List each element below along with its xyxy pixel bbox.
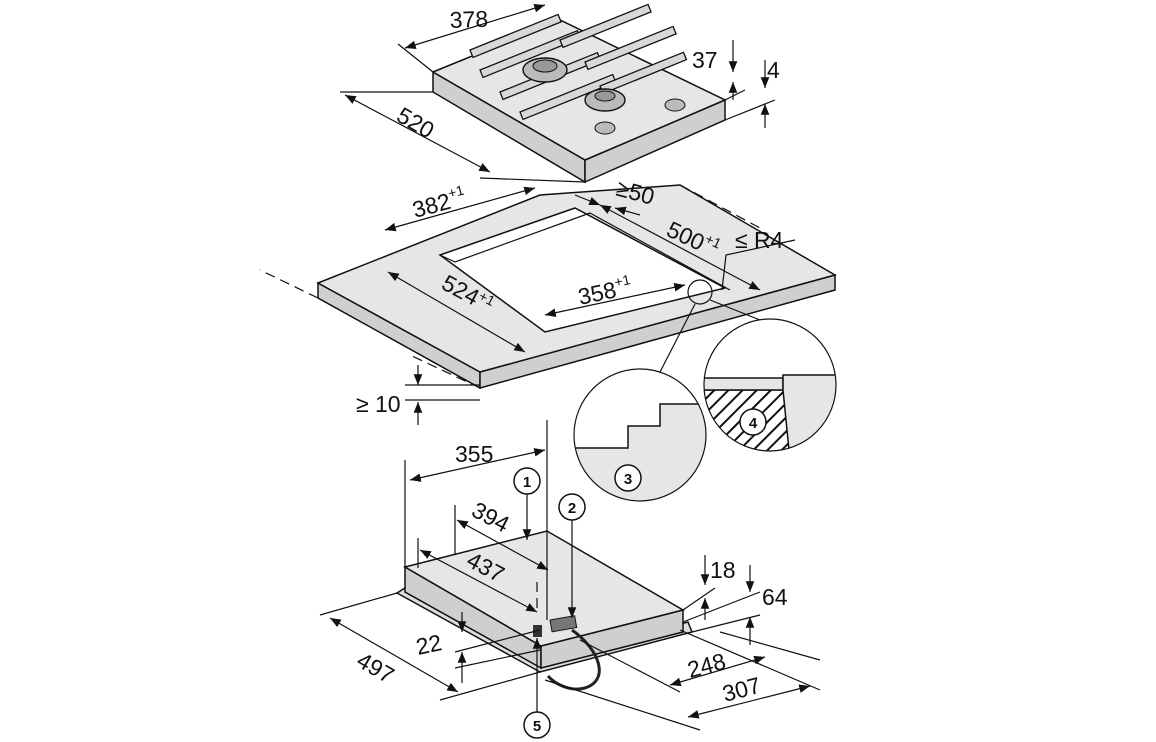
dim-height-22: 22 xyxy=(414,629,444,660)
dim-glass-height: 4 xyxy=(767,57,780,83)
dim-height-18: 18 xyxy=(710,557,736,583)
dim-hob-height: 37 xyxy=(692,47,718,73)
dim-cutout-width: 382+1 xyxy=(409,182,469,223)
control-knob-icon xyxy=(594,121,616,135)
dim-min-thickness: ≥ 10 xyxy=(356,391,401,417)
callout-3: 3 xyxy=(624,471,632,488)
callout-4: 4 xyxy=(749,415,758,432)
control-knob-icon xyxy=(664,98,686,112)
callout-5: 5 xyxy=(533,718,541,735)
hob-underside: 355 394 437 18 64 22 497 248 xyxy=(319,420,821,739)
dim-depth-307: 307 xyxy=(720,672,764,707)
callout-2: 2 xyxy=(568,500,576,517)
dim-hob-width: 378 xyxy=(449,6,488,33)
dim-depth-248: 248 xyxy=(685,648,729,683)
dim-hob-depth: 520 xyxy=(393,102,439,144)
burner-icon xyxy=(522,57,568,83)
burner-icon xyxy=(584,88,626,112)
dim-height-64: 64 xyxy=(762,584,788,610)
gas-hob: 378 520 37 4 xyxy=(340,3,780,184)
detail-view-4: 4 xyxy=(703,299,837,452)
callout-1: 1 xyxy=(523,474,531,491)
dim-corner-radius: ≤ R4 xyxy=(735,227,784,253)
dim-width-394: 394 xyxy=(468,496,514,537)
dim-width-355: 355 xyxy=(455,441,493,467)
countertop-cutout: 382+1 ≥50 500+1 ≤ R4 524+1 358+1 ≥ 10 xyxy=(259,175,837,425)
